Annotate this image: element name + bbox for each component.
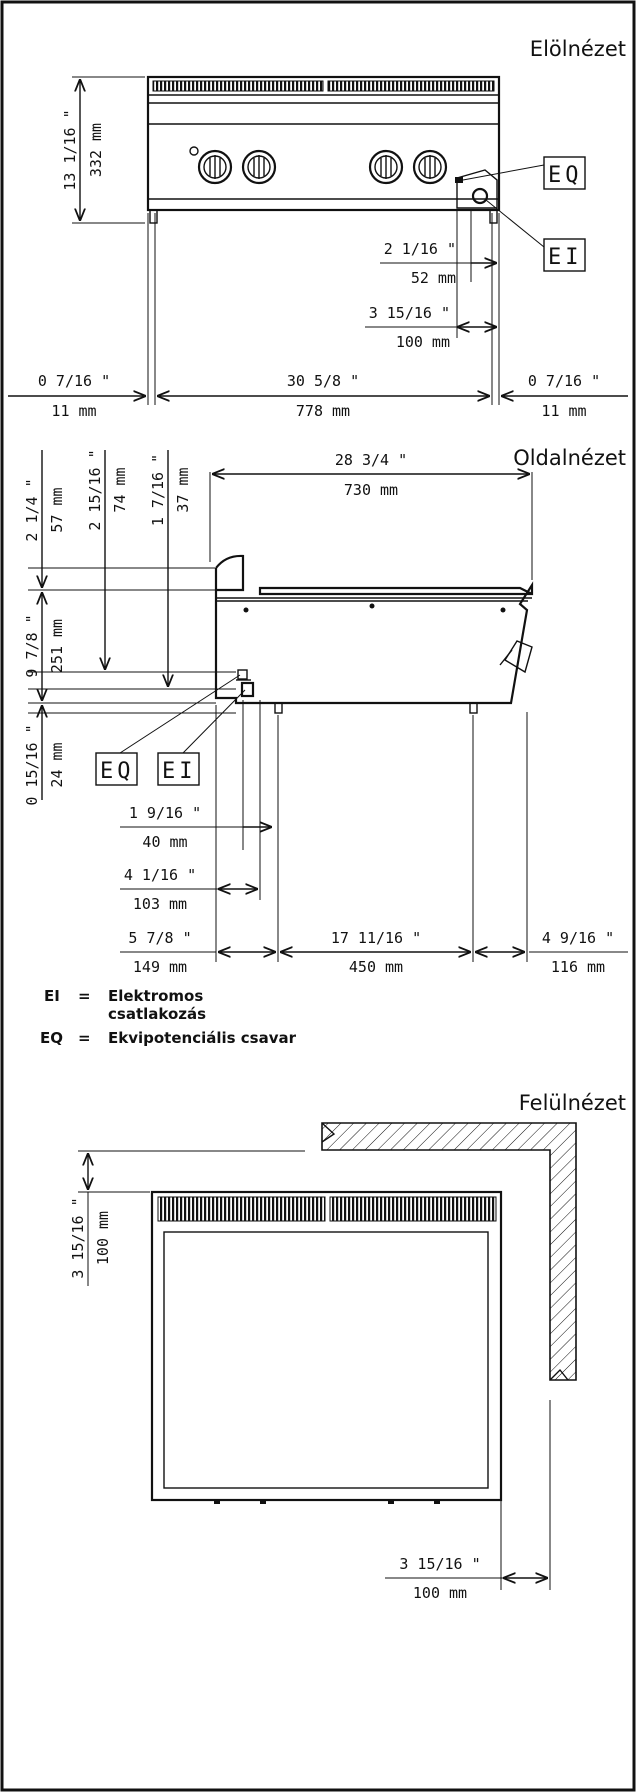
control-knob-4 — [412, 149, 448, 185]
front-view-title: Elölnézet — [530, 37, 626, 61]
side-feet-span-in: 17 11/16 " — [331, 929, 421, 947]
ei-connector-side — [240, 681, 255, 698]
legend-ei-text2: csatlakozás — [108, 1005, 206, 1023]
side-view-title: Oldalnézet — [513, 446, 626, 470]
front-left-margin-mm: 11 mm — [51, 402, 96, 420]
front-eq-label: EQ — [548, 163, 583, 188]
side-front-foot-in: 5 7/8 " — [128, 929, 191, 947]
top-side-gap-mm: 100 mm — [413, 1584, 467, 1602]
side-ei-label: EI — [162, 759, 197, 784]
side-body-mm: 251 mm — [48, 619, 66, 673]
top-wall-gap-mm: 100 mm — [94, 1211, 112, 1265]
side-v2-mm: 74 mm — [111, 467, 129, 512]
front-ei-offset-in: 3 15/16 " — [369, 304, 450, 322]
front-ei-label: EI — [548, 245, 583, 270]
side-eq-label: EQ — [100, 759, 135, 784]
side-eq-dist-mm: 40 mm — [142, 833, 187, 851]
side-foot-mm: 24 mm — [48, 742, 66, 787]
control-knob-1 — [197, 149, 233, 185]
side-eq-dist-in: 1 9/16 " — [129, 804, 201, 822]
side-eq-box — [95, 752, 138, 786]
legend-eq-eq: = — [78, 1029, 91, 1047]
top-wall-gap-in: 3 15/16 " — [69, 1197, 87, 1278]
side-v3-mm: 37 mm — [174, 467, 192, 512]
front-eq-offset-mm: 52 mm — [411, 269, 456, 287]
ei-connector-front — [471, 187, 489, 205]
side-feet-span-mm: 450 mm — [349, 958, 403, 976]
top-side-gap-in: 3 15/16 " — [399, 1555, 480, 1573]
legend-eq-text1: Ekvipotenciális csavar — [108, 1029, 297, 1047]
wall-hatching — [321, 1122, 577, 1381]
eq-screw-side — [237, 669, 248, 680]
front-height-in: 13 1/16 " — [61, 109, 79, 190]
legend-ei-text1: Elektromos — [108, 987, 203, 1005]
legend-eq-code: EQ — [40, 1029, 63, 1047]
side-depth-mm: 730 mm — [344, 481, 398, 499]
side-rear-mm: 116 mm — [551, 958, 605, 976]
front-left-margin-in: 0 7/16 " — [38, 372, 110, 390]
control-knob-2 — [241, 149, 277, 185]
front-width-mm: 778 mm — [296, 402, 350, 420]
side-v3-in: 1 7/16 " — [149, 454, 167, 526]
front-ei-box — [543, 238, 586, 272]
front-view: Elölnézet — [8, 37, 628, 420]
side-body-in: 9 7/8 " — [23, 614, 41, 677]
front-ei-offset-mm: 100 mm — [396, 333, 450, 351]
side-front-foot-mm: 149 mm — [133, 958, 187, 976]
side-v1-mm: 57 mm — [48, 487, 66, 532]
legend-ei-code: EI — [44, 987, 60, 1005]
top-view-title: Felülnézet — [519, 1091, 626, 1115]
front-right-margin-mm: 11 mm — [541, 402, 586, 420]
top-appliance — [150, 1190, 503, 1504]
side-ei-dist-in: 4 1/16 " — [124, 866, 196, 884]
side-ei-dist-mm: 103 mm — [133, 895, 187, 913]
front-width-in: 30 5/8 " — [287, 372, 359, 390]
front-height-mm: 332 mm — [87, 123, 105, 177]
front-appliance — [146, 75, 501, 224]
side-v1-in: 2 1/4 " — [23, 478, 41, 541]
side-depth-in: 28 3/4 " — [335, 451, 407, 469]
pilot-light — [189, 146, 199, 156]
top-view: Felülnézet 3 15/16 " 100 mm — [69, 1091, 626, 1602]
eq-screw-front — [455, 177, 463, 183]
legend-ei-eq: = — [78, 987, 91, 1005]
side-rear-in: 4 9/16 " — [542, 929, 614, 947]
side-foot-in: 0 15/16 " — [23, 724, 41, 805]
legend: EI = Elektromos csatlakozás EQ = Ekvipot… — [40, 987, 297, 1047]
front-right-margin-in: 0 7/16 " — [528, 372, 600, 390]
front-eq-offset-in: 2 1/16 " — [384, 240, 456, 258]
side-ei-box — [157, 752, 200, 786]
front-eq-box — [543, 156, 586, 190]
side-appliance — [214, 554, 534, 714]
control-knob-3 — [368, 149, 404, 185]
side-v2-in: 2 15/16 " — [86, 449, 104, 530]
side-view: Oldalnézet 28 3/4 " 730 mm — [23, 446, 628, 976]
